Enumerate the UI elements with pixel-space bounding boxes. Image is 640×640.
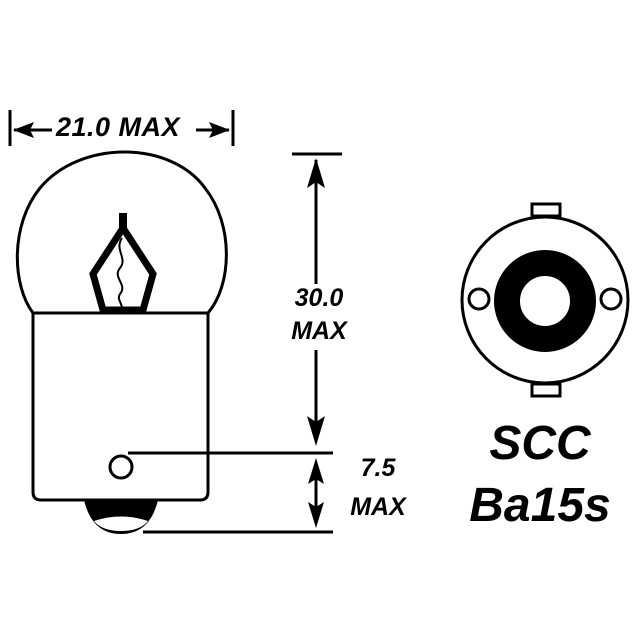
arrow-down-icon bbox=[308, 502, 324, 528]
base-type-label: SCC Ba15s bbox=[440, 420, 640, 530]
bulb-bottom-view bbox=[460, 202, 630, 398]
glass-globe bbox=[15, 150, 228, 314]
height-label: 30.0 MAX bbox=[286, 286, 352, 344]
bayonet-pin bbox=[108, 454, 134, 480]
height-unit: MAX bbox=[291, 317, 347, 345]
arrow-left-icon bbox=[13, 122, 34, 138]
bottom-tab bbox=[530, 382, 562, 398]
base-type-line2: Ba15s bbox=[469, 479, 611, 532]
filament bbox=[89, 213, 157, 314]
top-tab bbox=[530, 202, 562, 218]
width-label: 21.0 MAX bbox=[56, 112, 181, 142]
bulb-side-view bbox=[15, 150, 228, 534]
base-shell-circle bbox=[460, 215, 630, 385]
height-value: 30.0 bbox=[294, 284, 344, 312]
arrow-up-icon bbox=[307, 158, 325, 188]
width-dimension bbox=[8, 110, 235, 146]
base-pin-dimension bbox=[143, 458, 333, 534]
base-pin-value: 7.5 bbox=[360, 454, 396, 482]
base-pin-label: 7.5 MAX bbox=[344, 456, 412, 520]
base-pin-unit: MAX bbox=[350, 493, 406, 521]
left-pin bbox=[467, 287, 491, 311]
metal-base bbox=[31, 311, 210, 502]
right-pin bbox=[599, 287, 623, 311]
base-type-line1: SCC bbox=[489, 417, 591, 470]
arrow-right-icon bbox=[209, 122, 230, 138]
arrow-down-icon bbox=[307, 416, 325, 446]
height-dimension bbox=[128, 152, 342, 455]
center-contact-ring bbox=[494, 250, 596, 352]
